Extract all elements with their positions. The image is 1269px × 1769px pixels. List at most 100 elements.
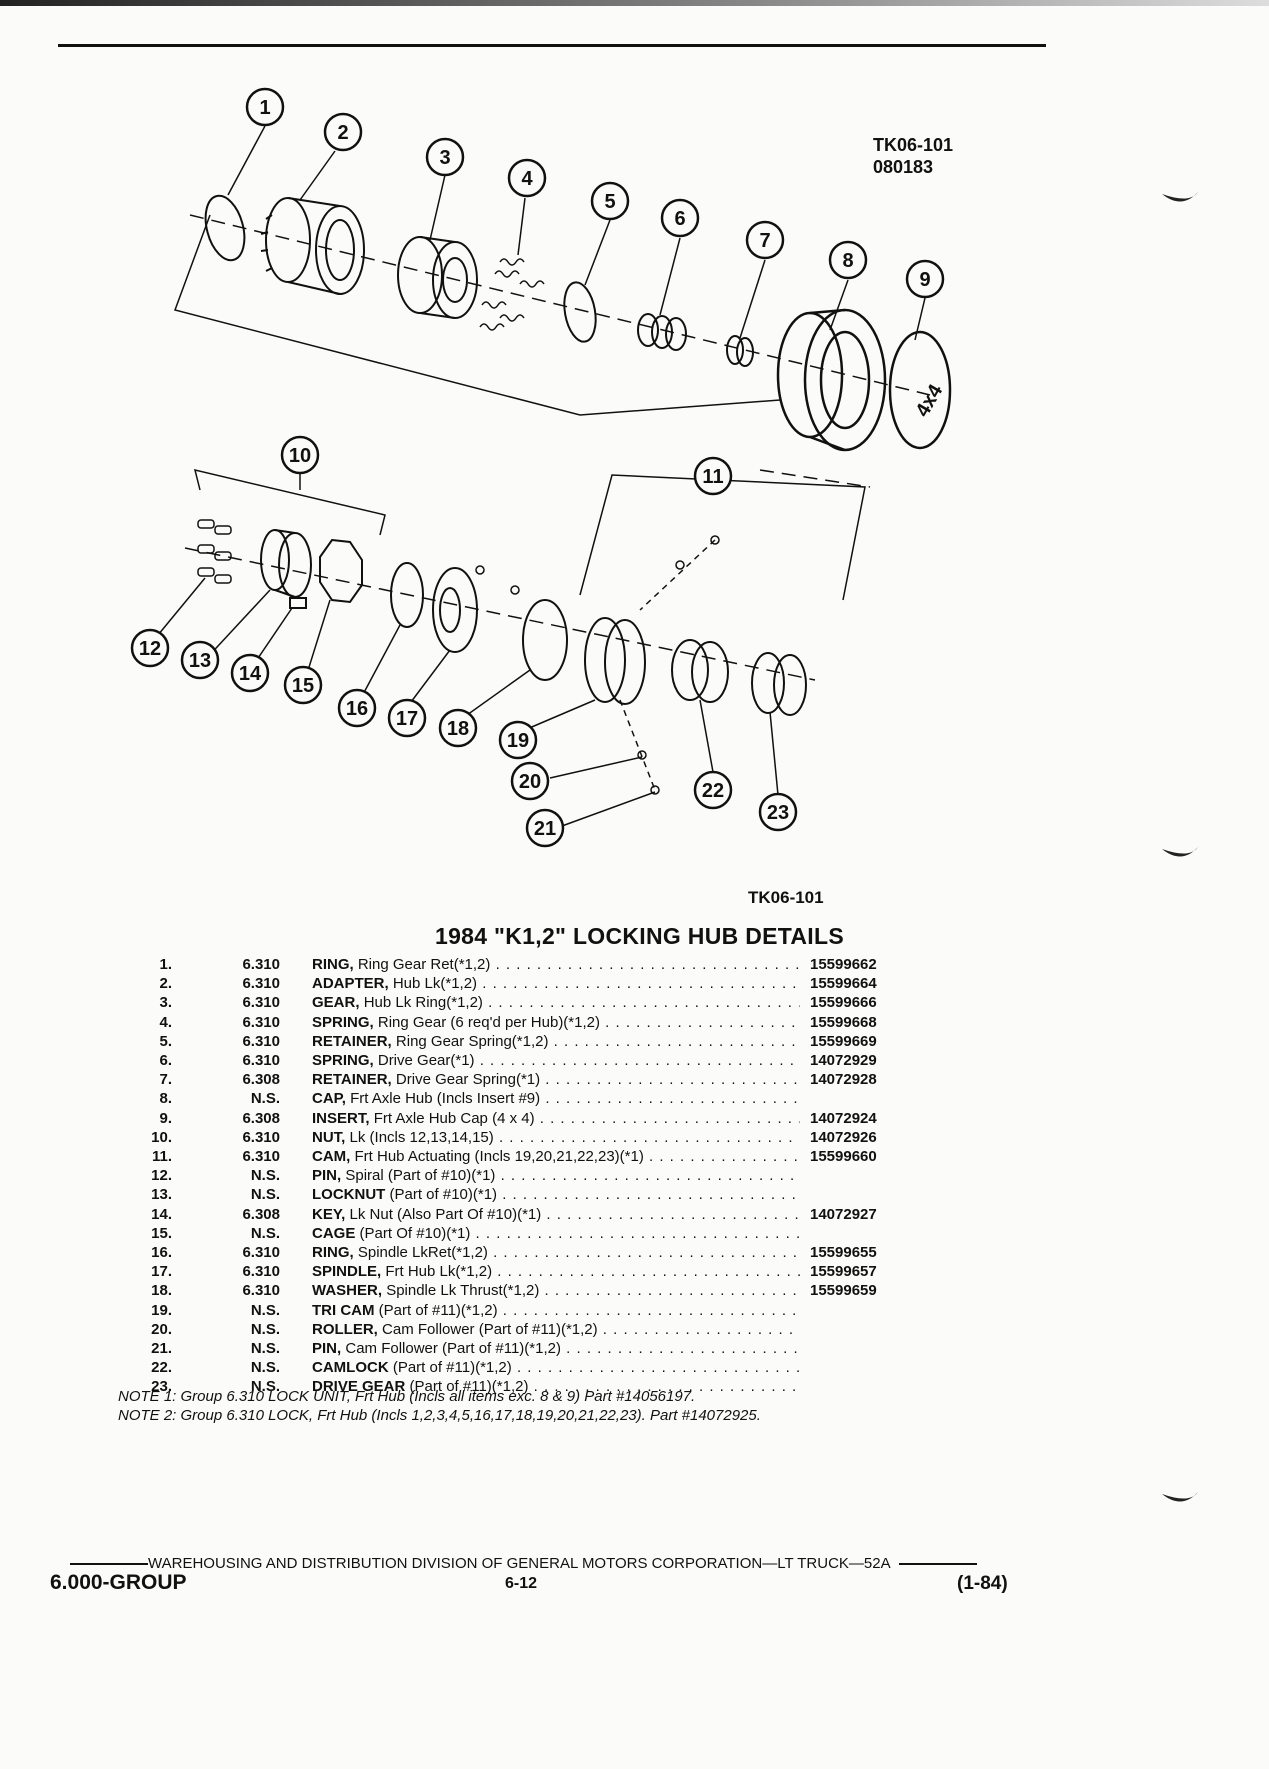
callout-circle — [230, 653, 270, 693]
callout-number: 12 — [139, 638, 161, 660]
item-number: 14. — [151, 1205, 172, 1223]
group-number: 6.310 — [242, 1244, 280, 1262]
parts-20-21-pins — [475, 535, 720, 795]
item-name: INSERT, — [312, 1109, 370, 1127]
item-description: SPINDLE, Frt Hub Lk(*1,2) — [280, 1262, 800, 1281]
part-number: 15599662 — [810, 956, 877, 973]
part-4-springs — [479, 258, 545, 331]
part-16-ring — [390, 562, 424, 628]
callout-11: 11 — [693, 456, 733, 496]
page-title: 1984 "K1,2" LOCKING HUB DETAILS — [435, 923, 844, 949]
callout-circle — [507, 158, 547, 198]
callout-circle — [323, 112, 363, 152]
group-number: N.S. — [250, 1378, 280, 1396]
part-number: 14072927 — [810, 1205, 877, 1223]
item-detail: Spindle Lk Thrust(*1,2) — [386, 1282, 540, 1300]
part-number — [800, 1166, 930, 1185]
callout-number: 1 — [259, 97, 270, 119]
part-15-cage — [319, 538, 363, 604]
parts-row: 12.N.S.PIN, Spiral (Part of #10)(*1) — [118, 1166, 938, 1185]
parts-row: 21.N.S.PIN, Cam Follower (Part of #11)(*… — [118, 1339, 938, 1358]
lower-centerline — [184, 547, 816, 681]
parts-row: 13.N.S.LOCKNUT (Part of #10)(*1) — [118, 1185, 938, 1204]
callout-number: 10 — [289, 445, 311, 467]
callout-number: 15 — [292, 675, 314, 697]
item-number: 4. — [159, 1013, 172, 1031]
item-number: 18. — [151, 1282, 172, 1300]
item-detail: (Part of #11)(*1,2) — [378, 1301, 498, 1319]
item-name: ROLLER, — [312, 1320, 378, 1338]
callout-number: 20 — [519, 771, 541, 793]
item-name: WASHER, — [312, 1282, 383, 1300]
group-number: 6.308 — [242, 1205, 280, 1223]
part-5-retainer — [563, 281, 597, 343]
note-2: NOTE 2: Group 6.310 LOCK, Frt Hub (Incls… — [118, 1407, 761, 1424]
part-number: 14072929 — [810, 1052, 877, 1070]
item-description: PIN, Spiral (Part of #10)(*1) — [280, 1166, 800, 1185]
callout-circle — [905, 259, 945, 299]
item-name: KEY, — [312, 1205, 346, 1223]
callout-number: 18 — [447, 718, 469, 740]
item-name: PIN, — [312, 1167, 342, 1185]
callout-number: 3 — [439, 147, 450, 169]
item-number: 6. — [159, 1052, 172, 1070]
item-number: 21. — [151, 1340, 172, 1358]
part-number: 14072928 — [810, 1071, 877, 1089]
group-number: 6.310 — [242, 1128, 280, 1146]
callout-circle — [693, 770, 733, 810]
callout-20: 20 — [510, 761, 550, 801]
callout-2: 2 — [323, 112, 363, 152]
note-1: NOTE 1: Group 6.310 LOCK UNIT, Frt Hub (… — [118, 1388, 696, 1405]
part-23-drive-gear — [751, 652, 807, 716]
item-number: 3. — [159, 994, 172, 1012]
item-detail: Drive Gear(*1) — [377, 1052, 475, 1070]
item-number: 2. — [159, 975, 172, 993]
part-number: 15599666 — [810, 994, 877, 1012]
parts-row: 19.N.S.TRI CAM (Part of #11)(*1,2) — [118, 1301, 938, 1320]
item-name: SPINDLE, — [312, 1263, 382, 1281]
group-number: 6.310 — [242, 975, 280, 993]
group-number: 6.310 — [242, 956, 280, 973]
part-number: 14072926 — [810, 1128, 877, 1146]
item-description: PIN, Cam Follower (Part of #11)(*1,2) — [280, 1339, 800, 1358]
item-description: SPRING, Ring Gear (6 req'd per Hub)(*1,2… — [280, 1013, 800, 1032]
item-detail: Hub Lk(*1,2) — [392, 975, 478, 993]
group-number: N.S. — [250, 1167, 280, 1185]
footer-date: (1-84) — [957, 1573, 1008, 1594]
binder-hole-mark — [1162, 192, 1198, 202]
item-detail: Lk Nut (Also Part Of #10)(*1) — [349, 1205, 542, 1223]
item-name: TRI CAM — [312, 1301, 375, 1319]
callout-circle — [337, 688, 377, 728]
upper-bracket-line — [174, 214, 781, 416]
callout-number: 19 — [507, 730, 529, 752]
callout-21: 21 — [525, 808, 565, 848]
part-number: 15599657 — [810, 1263, 877, 1281]
item-name: RETAINER, — [312, 1071, 392, 1089]
item-number: 5. — [159, 1032, 172, 1050]
item-name: PIN, — [312, 1340, 342, 1358]
callout-14: 14 — [230, 653, 270, 693]
item-number: 20. — [151, 1320, 172, 1338]
item-name: LOCKNUT — [312, 1186, 386, 1204]
footer-page-number: 6-12 — [505, 1575, 538, 1592]
item-detail: Frt Axle Hub Cap (4 x 4) — [373, 1109, 535, 1127]
callout-number: 17 — [396, 708, 418, 730]
parts-row: 8.N.S.CAP, Frt Axle Hub (Incls Insert #9… — [118, 1089, 938, 1108]
callout-13: 13 — [180, 640, 220, 680]
item-detail: (Part of #10)(*1) — [389, 1186, 498, 1204]
callout-circle — [693, 456, 733, 496]
callout-circle — [525, 808, 565, 848]
upper-centerline — [189, 214, 931, 396]
item-number: 13. — [151, 1186, 172, 1204]
item-detail: Cam Follower (Part of #11)(*1,2) — [382, 1320, 598, 1338]
part-18-washer — [522, 599, 568, 681]
item-detail: (Part Of #10)(*1) — [359, 1224, 471, 1242]
callout-18: 18 — [438, 708, 478, 748]
item-description: GEAR, Hub Lk Ring(*1,2) — [280, 993, 800, 1012]
part-number: 15599669 — [810, 1032, 877, 1050]
callout-number: 6 — [674, 208, 685, 230]
